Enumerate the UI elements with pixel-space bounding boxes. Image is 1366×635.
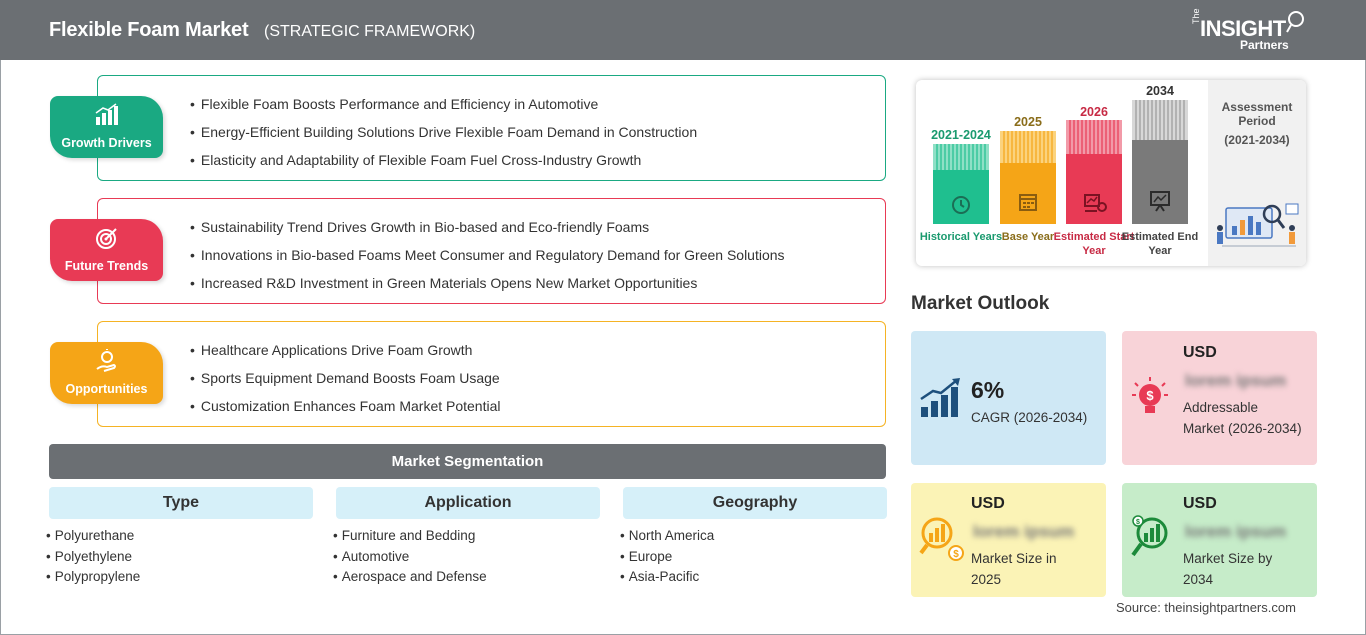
- list-item: Sustainability Trend Drives Growth in Bi…: [190, 217, 785, 245]
- list-item: Innovations in Bio-based Foams Meet Cons…: [190, 245, 785, 273]
- start-chart-icon: [1084, 194, 1107, 212]
- future-trends-list: Sustainability Trend Drives Growth in Bi…: [190, 217, 785, 301]
- period-caption: Base Year: [1001, 231, 1055, 243]
- logo-partners-text: Partners: [1240, 38, 1289, 52]
- future-trends-badge: Future Trends: [50, 219, 163, 281]
- logo-insight-text: INSIGHT: [1200, 16, 1286, 41]
- source-note: Source: theinsightpartners.com: [1116, 600, 1296, 615]
- svg-text:$: $: [1136, 519, 1140, 526]
- list-item: Asia-Pacific: [620, 567, 887, 588]
- growth-bars-icon: [920, 378, 960, 417]
- market-size-2034-label: Market Size by 2034: [1183, 551, 1273, 587]
- segment-type-header: Type: [49, 487, 313, 519]
- list-item: Polyurethane: [46, 526, 313, 547]
- list-item: Flexible Foam Boosts Performance and Eff…: [190, 94, 697, 122]
- market-outlook-title: Market Outlook: [911, 293, 1050, 314]
- segmentation-title: Market Segmentation: [49, 444, 886, 479]
- market-size-2034-box: $ USD lorem ipsum Market Size by 2034: [1122, 483, 1317, 597]
- assessment-period-range: (2021-2034): [1224, 133, 1290, 147]
- svg-text:$: $: [1146, 388, 1154, 403]
- period-year: 2026: [1080, 105, 1108, 119]
- list-item: Healthcare Applications Drive Foam Growt…: [190, 340, 501, 368]
- growth-drivers-badge: Growth Drivers: [50, 96, 163, 158]
- logo-magnifier-icon: [1286, 11, 1304, 33]
- period-bar-stripes: [1132, 100, 1188, 140]
- period-year: 2025: [1014, 115, 1042, 129]
- addressable-label: Addressable Market (2026-2034): [1183, 400, 1302, 436]
- period-caption: Historical Years: [919, 231, 1003, 243]
- addressable-usd: USD: [1183, 344, 1217, 361]
- segment-geography: Geography North America Europe Asia-Paci…: [623, 487, 887, 588]
- header-bar: Flexible Foam Market (STRATEGIC FRAMEWOR…: [0, 0, 1366, 60]
- list-item: Elasticity and Adaptability of Flexible …: [190, 150, 697, 178]
- opportunities-badge: Opportunities: [50, 342, 163, 404]
- cagr-box: 6% CAGR (2026-2034): [911, 331, 1106, 465]
- period-bar: [1000, 131, 1056, 224]
- opportunities-card: Healthcare Applications Drive Foam Growt…: [97, 321, 886, 427]
- future-trends-card: Sustainability Trend Drives Growth in Bi…: [97, 198, 886, 304]
- page-subtitle: (STRATEGIC FRAMEWORK): [264, 23, 476, 40]
- list-item: Customization Enhances Foam Market Poten…: [190, 396, 501, 424]
- period-bar: [933, 144, 989, 224]
- list-item: Increased R&D Investment in Green Materi…: [190, 273, 785, 301]
- period-caption: Estimated End Year: [1121, 231, 1199, 257]
- period-bar-stripes: [1000, 131, 1056, 163]
- segment-application-header: Application: [336, 487, 600, 519]
- list-item: Energy-Efficient Building Solutions Driv…: [190, 122, 697, 150]
- period-bar-stripes: [933, 144, 989, 170]
- growth-drivers-card: Flexible Foam Boosts Performance and Eff…: [97, 75, 886, 181]
- assessment-period-title: Assessment Period: [1221, 100, 1293, 128]
- list-item: Polyethylene: [46, 547, 313, 568]
- growth-drivers-label: Growth Drivers: [61, 136, 152, 150]
- opportunities-label: Opportunities: [65, 382, 148, 396]
- addressable-market-box: $ USD lorem ipsum Addressable Market (20…: [1122, 331, 1317, 465]
- market-size-2025-value: lorem ipsum: [973, 522, 1075, 541]
- list-item: North America: [620, 526, 887, 547]
- period-bar: [1132, 100, 1188, 224]
- market-size-2034-usd: USD: [1183, 495, 1217, 512]
- opportunities-list: Healthcare Applications Drive Foam Growt…: [190, 340, 501, 424]
- period-year: 2034: [1146, 84, 1174, 98]
- segment-type: Type Polyurethane Polyethylene Polypropy…: [49, 487, 313, 588]
- market-size-2025-box: $ USD lorem ipsum Market Size in 2025: [911, 483, 1106, 597]
- history-icon: [952, 196, 970, 214]
- svg-text:$: $: [953, 549, 959, 560]
- period-year: 2021-2024: [931, 128, 991, 142]
- dollar-bulb-icon: $: [1132, 377, 1168, 413]
- market-size-2025-label: Market Size in 2025: [971, 551, 1057, 587]
- assessment-period-panel: 2021-2024 Historical Years 2025: [916, 80, 1306, 266]
- period-bar-stripes: [1066, 120, 1122, 154]
- period-caption: Estimated Start Year: [1053, 231, 1135, 257]
- cagr-label: CAGR (2026-2034): [971, 410, 1088, 425]
- segment-application: Application Furniture and Bedding Automo…: [336, 487, 600, 588]
- presentation-icon: [1150, 191, 1170, 212]
- market-size-2025-usd: USD: [971, 495, 1005, 512]
- list-item: Polypropylene: [46, 567, 313, 588]
- list-item: Sports Equipment Demand Boosts Foam Usag…: [190, 368, 501, 396]
- assessment-period-side: Assessment Period (2021-2034): [1208, 80, 1306, 266]
- growth-chart-icon: [95, 103, 118, 125]
- list-item: Furniture and Bedding: [333, 526, 600, 547]
- magnifier-growth-icon: $: [1131, 515, 1168, 557]
- growth-drivers-list: Flexible Foam Boosts Performance and Eff…: [190, 94, 697, 178]
- magnifier-chart-icon: $: [919, 517, 964, 561]
- page-title: Flexible Foam Market: [49, 19, 249, 41]
- future-trends-label: Future Trends: [64, 259, 149, 273]
- addressable-value: lorem ipsum: [1185, 371, 1287, 390]
- list-item: Aerospace and Defense: [333, 567, 600, 588]
- cagr-value: 6%: [971, 377, 1005, 403]
- analytics-people-icon: [1217, 203, 1299, 247]
- brand-logo: The INSIGHT Partners: [1190, 8, 1310, 54]
- target-icon: [96, 228, 117, 249]
- period-bar: [1066, 120, 1122, 224]
- lightbulb-hand-icon: [96, 349, 116, 372]
- calendar-icon: [1019, 194, 1037, 211]
- list-item: Automotive: [333, 547, 600, 568]
- market-size-2034-value: lorem ipsum: [1185, 522, 1287, 541]
- segment-geography-header: Geography: [623, 487, 887, 519]
- list-item: Europe: [620, 547, 887, 568]
